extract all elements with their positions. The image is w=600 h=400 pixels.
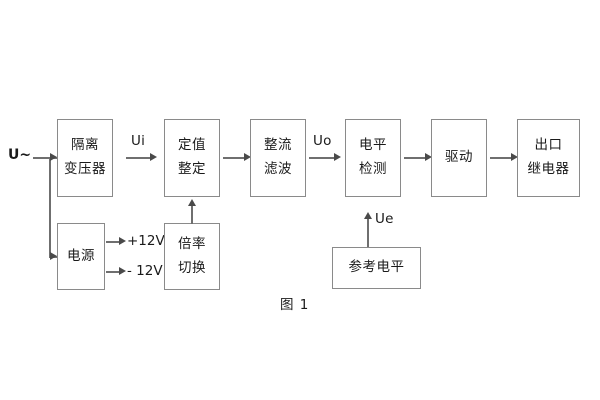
arrow-transformer-to-setting-icon — [150, 152, 157, 161]
block-reference-level[interactable]: 参考电平 — [332, 247, 421, 289]
block-isolation-transformer-line2: 变压器 — [64, 161, 106, 177]
arrow-input-to-power-supply-icon — [50, 251, 57, 260]
arrow-drive-to-output-relay-icon — [511, 152, 518, 161]
connector-input-split-bus — [49, 157, 51, 257]
connector-power-supply-neg12v — [106, 271, 122, 273]
arrow-neg12v-icon — [119, 266, 126, 275]
block-power-supply-line1: 电源 — [67, 247, 95, 264]
block-rectify-filter[interactable]: 整流 滤波 — [250, 119, 306, 197]
connector-multiplier-to-setting — [191, 205, 193, 224]
signal-label-ue: Ue — [375, 211, 394, 227]
connector-reference-to-level-detect — [367, 218, 369, 247]
connector-rectify-to-level-detect — [309, 157, 336, 159]
block-output-relay-line1: 出口 — [534, 137, 563, 154]
connector-drive-to-output-relay — [490, 157, 514, 159]
connector-level-detect-to-drive — [404, 157, 428, 159]
signal-label-uo: Uo — [313, 133, 332, 149]
block-rectify-filter-line1: 整流 — [264, 137, 292, 154]
block-isolation-transformer-line1: 隔离 — [71, 137, 99, 154]
block-power-supply[interactable]: 电源 — [57, 223, 105, 290]
block-setting-adjust-line1: 定值 — [178, 137, 206, 154]
block-setting-adjust[interactable]: 定值 整定 — [164, 119, 220, 197]
block-reference-level-line1: 参考电平 — [348, 259, 405, 276]
block-level-detect[interactable]: 电平 检测 — [345, 119, 401, 197]
arrow-multiplier-to-setting-icon — [187, 199, 196, 206]
block-multiplier-switch[interactable]: 倍率 切换 — [164, 223, 220, 290]
voltage-label-positive-12v: +12V — [127, 233, 165, 249]
block-output-relay[interactable]: 出口 继电器 — [517, 119, 580, 197]
block-multiplier-switch-line1: 倍率 — [178, 235, 206, 252]
block-output-relay-line2: 继电器 — [527, 161, 570, 177]
block-level-detect-line2: 检测 — [359, 161, 387, 177]
connector-power-supply-pos12v — [106, 241, 122, 243]
block-rectify-filter-line2: 滤波 — [264, 161, 292, 177]
connector-input-stub — [33, 157, 50, 159]
block-drive-line1: 驱动 — [445, 149, 473, 166]
arrow-rectify-to-level-detect-icon — [334, 152, 341, 161]
arrow-reference-to-level-detect-icon — [363, 212, 372, 219]
arrow-setting-to-rectify-icon — [244, 152, 251, 161]
input-label-u-ac: U~ — [8, 147, 32, 163]
connector-transformer-to-setting — [126, 157, 152, 159]
block-setting-adjust-line2: 整定 — [178, 161, 206, 177]
block-drive[interactable]: 驱动 — [431, 119, 487, 197]
block-level-detect-line1: 电平 — [359, 137, 387, 154]
signal-label-ui: Ui — [131, 133, 146, 149]
figure-caption: 图 1 — [280, 297, 310, 313]
arrow-input-to-transformer-icon — [50, 152, 57, 161]
connector-setting-to-rectify — [223, 157, 247, 159]
arrow-level-detect-to-drive-icon — [425, 152, 432, 161]
block-multiplier-switch-line2: 切换 — [178, 259, 206, 276]
arrow-pos12v-icon — [119, 236, 126, 245]
voltage-label-negative-12v: - 12V — [127, 263, 163, 279]
block-isolation-transformer[interactable]: 隔离 变压器 — [57, 119, 113, 197]
